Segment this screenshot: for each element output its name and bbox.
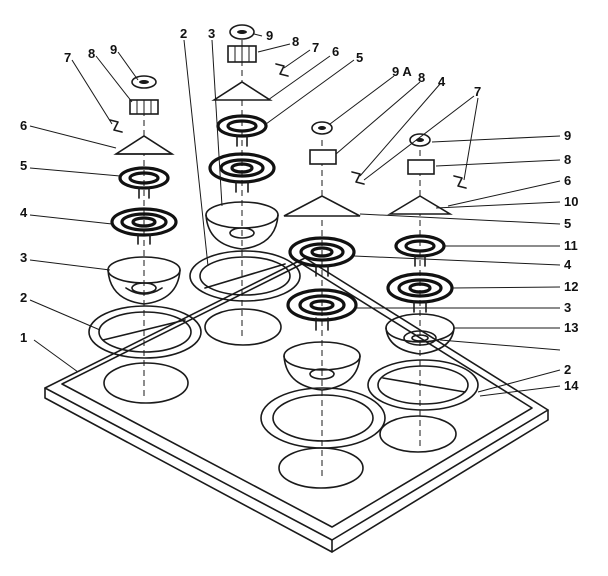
cap-left	[131, 75, 157, 89]
callout-12: 12	[564, 279, 578, 294]
clip-left	[109, 119, 123, 133]
trim-ring-left	[88, 305, 202, 359]
terminal-block-left	[129, 99, 159, 115]
element-left-large	[110, 207, 178, 245]
callout-4-left: 4	[20, 205, 28, 220]
terminal-block-front	[309, 149, 337, 165]
callout-3-center: 3	[208, 26, 215, 41]
element-front-upper	[288, 236, 356, 277]
callout-3-right: 3	[564, 300, 571, 315]
callout-6-left: 6	[20, 118, 27, 133]
leader-lines	[29, 33, 561, 397]
callout-9-left: 9	[110, 42, 117, 57]
support-bracket-right	[387, 195, 453, 215]
callout-3-left: 3	[20, 250, 27, 265]
clip-right	[453, 175, 467, 189]
callout-2-right: 2	[564, 362, 571, 377]
element-front-lower	[286, 288, 358, 331]
element-center-large	[208, 152, 276, 193]
callout-8-left: 8	[88, 46, 95, 61]
clip-front	[351, 171, 365, 185]
support-bracket-center	[211, 81, 273, 101]
trim-ring-front	[260, 387, 386, 449]
callout-9-right: 9	[564, 128, 571, 143]
callout-4-right: 4	[564, 257, 572, 272]
callout-7-center: 7	[312, 40, 319, 55]
support-bracket-front	[283, 195, 361, 217]
callout-9a: 9 A	[392, 64, 412, 79]
callout-10: 10	[564, 194, 578, 209]
cap-right	[409, 133, 431, 147]
element-left-small	[118, 166, 170, 199]
callout-5-right: 5	[564, 216, 571, 231]
drip-pan-left	[107, 256, 181, 305]
clip-center	[275, 63, 289, 77]
callout-9-center: 9	[266, 28, 273, 43]
callout-7-right: 7	[474, 84, 481, 99]
trim-ring-center	[189, 250, 301, 302]
cooktop-panel	[44, 257, 549, 553]
support-bracket-left	[113, 135, 175, 155]
callout-13: 13	[564, 320, 578, 335]
drip-pan-center	[205, 201, 279, 250]
element-center-small	[216, 114, 268, 147]
callout-6-center: 6	[332, 44, 339, 59]
callout-5-left: 5	[20, 158, 27, 173]
terminal-block-center	[227, 45, 257, 63]
trim-ring-right	[367, 359, 479, 411]
callout-1: 1	[20, 330, 27, 345]
callout-2-center: 2	[180, 26, 187, 41]
cap-front	[311, 121, 333, 135]
callout-6-right: 6	[564, 173, 571, 188]
callout-5-center: 5	[356, 50, 363, 65]
callout-8-right: 8	[564, 152, 571, 167]
element-right-large	[386, 272, 454, 313]
callout-labels: 1 2 3 4 5 6 7 8 9 2 3 9 8 7 6 5 9 A 8 4 …	[20, 26, 579, 393]
callout-2-left: 2	[20, 290, 27, 305]
callout-11: 11	[564, 238, 578, 253]
callout-8-front: 8	[418, 70, 425, 85]
callout-14: 14	[564, 378, 579, 393]
terminal-block-right	[407, 159, 435, 175]
cap-center	[229, 24, 255, 40]
callout-4-front: 4	[438, 74, 446, 89]
callout-8-center: 8	[292, 34, 299, 49]
drip-pan-front	[283, 341, 361, 391]
callout-7-left: 7	[64, 50, 71, 65]
center-lines	[143, 40, 421, 480]
